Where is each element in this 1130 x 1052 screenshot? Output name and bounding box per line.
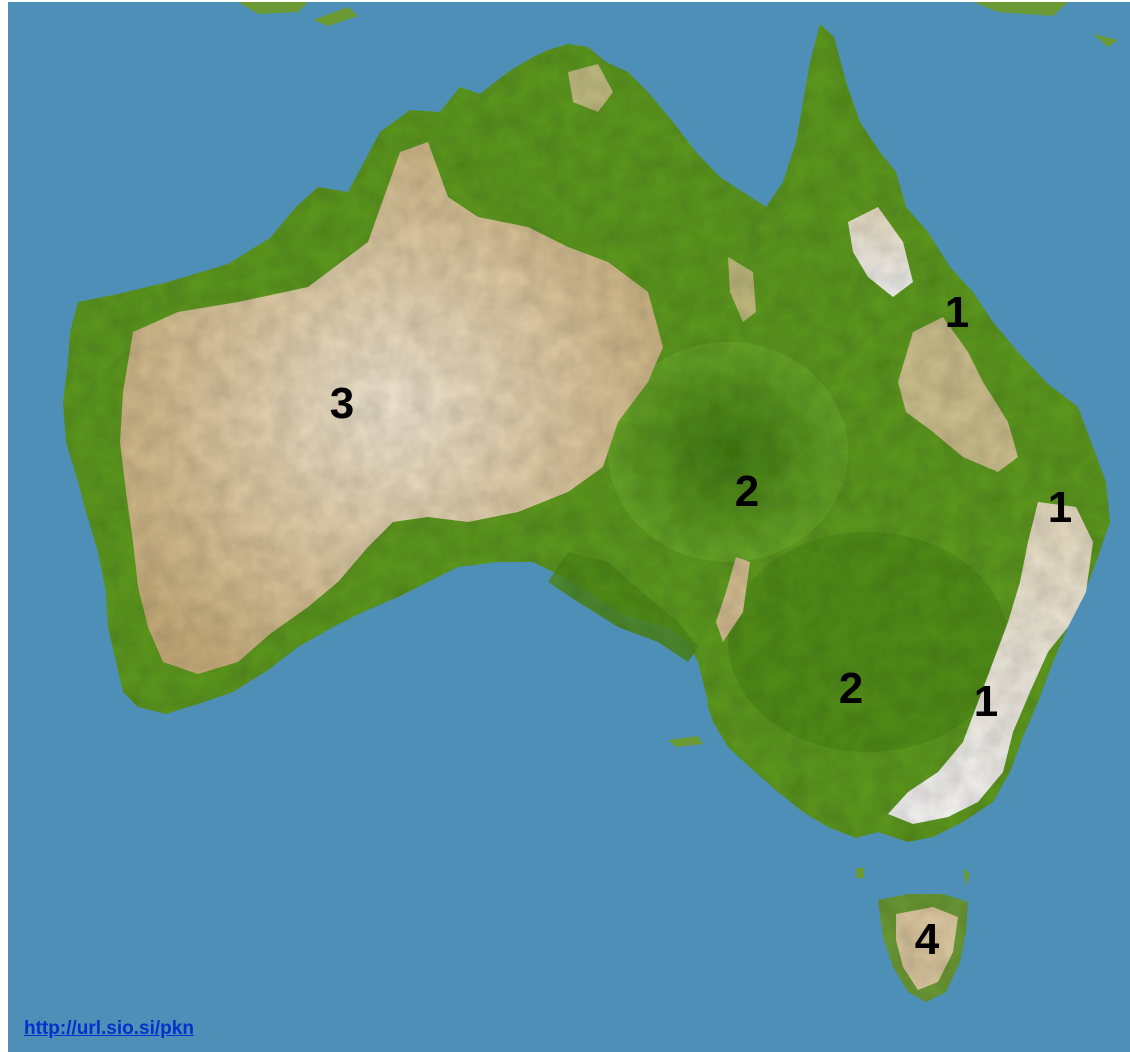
mainland	[63, 24, 1110, 842]
small-island	[856, 868, 864, 878]
region-label-1: 1	[1047, 483, 1073, 532]
gulf	[688, 662, 708, 722]
region-label-3: 3	[329, 379, 355, 428]
region-label-2: 2	[734, 467, 760, 516]
kangaroo-island	[668, 736, 703, 747]
tasmania	[878, 894, 968, 1002]
source-link[interactable]: http://url.sio.si/pkn	[24, 1018, 194, 1039]
relief-map	[8, 2, 1130, 1052]
small-island	[963, 868, 970, 886]
land-fragment	[238, 2, 308, 14]
land-fragment	[1093, 34, 1118, 47]
land-fragment	[313, 7, 358, 26]
region-label-4: 4	[914, 915, 940, 964]
land-fragment	[973, 2, 1068, 16]
region-label-1: 1	[973, 677, 999, 726]
region-label-1: 1	[944, 288, 970, 337]
region-label-2: 2	[838, 664, 864, 713]
